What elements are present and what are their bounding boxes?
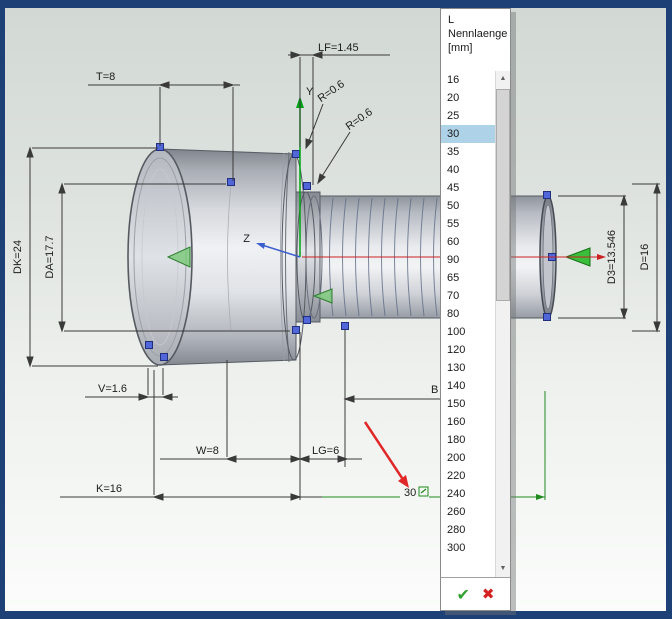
list-item-25[interactable]: 25 [447,110,460,122]
dropdown-header: L Nennlaenge [mm] [441,9,510,71]
nennlaenge-list: 16 20 25 30 35 40 45 50 55 60 90 65 70 80 100 120 130 140… [441,71,495,577]
vertex-handle[interactable] [543,191,551,199]
nennlaenge-dropdown: L Nennlaenge [mm] 16 20 25 30 35 40 45 50 55 60 90… [440,8,511,611]
list-item-180[interactable]: 180 [447,434,466,446]
y-axis-label: Y [306,86,314,98]
list-item-150[interactable]: 150 [447,398,466,410]
x-axis-arrow-icon [597,254,606,260]
dropdown-header-name: Nennlaenge [448,28,508,40]
dimension-da: DA=17.7 [44,182,290,333]
dimension-dk-label: DK=24 [12,240,24,274]
check-icon: ✔ [456,584,470,604]
dropdown-header-unit: [mm] [448,42,473,54]
window-border-top [0,0,672,8]
dimension-k-label: K=16 [96,483,122,495]
list-item-60[interactable]: 60 [447,236,460,248]
vertex-handle[interactable] [303,182,311,190]
window-border-right [666,8,672,611]
dimension-l-edited[interactable]: 30 [322,391,546,500]
dimension-v: V=1.6 [85,368,178,401]
dimension-d-label: D=16 [639,244,651,271]
list-item-16[interactable]: 16 [447,74,460,86]
dimension-lg-label: LG=6 [312,445,339,457]
list-item-30[interactable]: 30 [441,125,495,143]
dimension-w: W=8 [160,360,362,463]
dropdown-list-wrap: 16 20 25 30 35 40 45 50 55 60 90 65 70 80 100 120 130 140… [441,71,510,577]
list-item-100[interactable]: 100 [447,326,466,338]
dimension-t-label: T=8 [96,71,115,83]
list-item-65[interactable]: 65 [447,272,460,284]
list-item-260[interactable]: 260 [447,506,466,518]
list-item-160[interactable]: 160 [447,416,466,428]
viewport-canvas[interactable]: Y Z LF=1.45 T=8 [5,8,666,611]
dimension-v-label: V=1.6 [98,383,127,395]
dimension-k: K=16 [60,370,322,501]
dimension-r1-label: R=0.6 [316,78,347,105]
list-item-35[interactable]: 35 [447,146,460,158]
window-border-left [0,8,5,611]
list-item-70[interactable]: 70 [447,290,460,302]
list-item-120[interactable]: 120 [447,344,466,356]
list-item-20[interactable]: 20 [447,92,460,104]
dimension-r2: R=0.6 [317,106,375,185]
dimension-b-label: B [431,384,438,396]
list-item-45[interactable]: 45 [447,182,460,194]
list-item-280[interactable]: 280 [447,524,466,536]
annotation-arrow-icon [363,421,409,488]
dimension-t: T=8 [88,71,240,181]
list-item-300[interactable]: 300 [447,542,466,554]
vertex-handle[interactable] [341,322,349,330]
drag-arrow-hub[interactable] [166,246,191,268]
list-item-80[interactable]: 80 [447,308,460,320]
dimension-d3-label: D3=13.546 [606,230,618,284]
scroll-up-button[interactable]: ▲ [496,71,510,87]
dimension-lg: LG=6 [298,445,349,463]
scrollbar-thumb[interactable] [496,89,510,301]
list-scrollbar[interactable]: ▲ ▼ [495,71,510,577]
vertex-handle[interactable] [145,341,153,349]
window-border-bottom [0,611,672,619]
list-item-90[interactable]: 90 [447,254,460,266]
list-item-50[interactable]: 50 [447,200,460,212]
list-item-130[interactable]: 130 [447,362,466,374]
vertex-handle[interactable] [292,326,300,334]
scroll-down-button[interactable]: ▼ [496,561,510,577]
cancel-button[interactable]: ✖ [482,585,495,603]
scroll-up-icon: ▲ [499,75,507,82]
edit-icon[interactable] [418,486,429,497]
hub-body[interactable] [127,148,307,366]
vertex-handle[interactable] [543,313,551,321]
vertex-handle[interactable] [160,353,168,361]
confirm-button[interactable]: ✔ [457,585,470,604]
dimension-r2-label: R=0.6 [344,106,375,133]
dimension-d: D=16 [632,182,661,333]
close-icon: ✖ [481,585,495,603]
dropdown-actions: ✔ ✖ [441,577,510,610]
list-item-140[interactable]: 140 [447,380,466,392]
list-item-220[interactable]: 220 [447,470,466,482]
dimension-b: B [343,384,440,403]
scroll-down-icon: ▼ [499,565,507,572]
vertex-handle[interactable] [303,316,311,324]
dimension-lf: LF=1.45 [288,42,390,185]
z-axis-line [261,244,301,258]
vertex-handle[interactable] [227,178,235,186]
z-axis-label: Z [243,233,250,245]
list-item-200[interactable]: 200 [447,452,466,464]
dimension-lf-label: LF=1.45 [318,42,359,54]
z-axis-arrow-icon [256,243,265,249]
dimension-d3: D3=13.546 [558,194,628,320]
list-item-55[interactable]: 55 [447,218,460,230]
vertex-handle[interactable] [292,150,300,158]
dropdown-header-symbol: L [448,14,455,26]
dimension-w-label: W=8 [196,445,219,457]
dimension-da-label: DA=17.7 [44,235,56,278]
dimension-l-value[interactable]: 30 [404,487,416,499]
list-item-240[interactable]: 240 [447,488,466,500]
drag-arrow-collar[interactable] [312,288,333,304]
dimension-dk: DK=24 [12,146,158,368]
list-item-40[interactable]: 40 [447,164,460,176]
